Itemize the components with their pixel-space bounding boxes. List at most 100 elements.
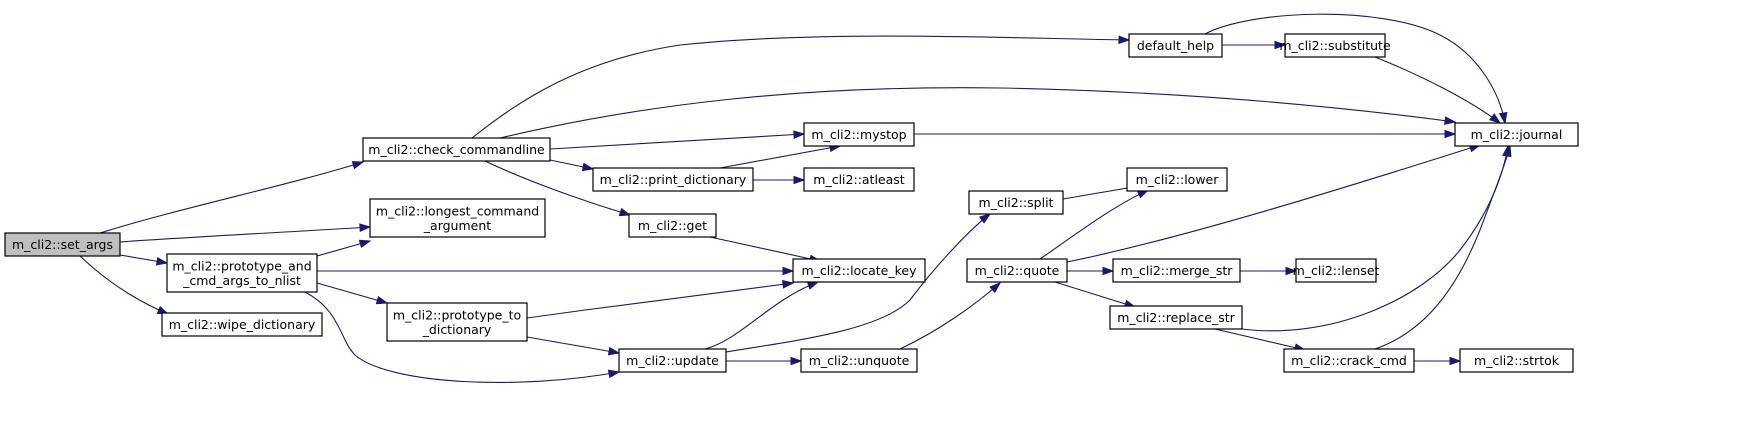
- node-box: [1454, 122, 1579, 147]
- arrowhead-icon: [793, 130, 806, 139]
- node-prototype-to-dictionary[interactable]: m_cli2::prototype_to_dictionary: [386, 302, 528, 342]
- node-prototype-and-cmd-args-to-nlist[interactable]: m_cli2::prototype_and_cmd_args_to_nlist: [166, 253, 318, 293]
- node-box: [1128, 33, 1223, 58]
- node-box: [1284, 33, 1386, 58]
- node-label: _dictionary: [422, 322, 492, 337]
- nodes-layer: m_cli2::set_args m_cli2::check_commandlin…: [4, 33, 1579, 373]
- edge-prototype-and-cmd-args-to-nlist-to-update: [304, 291, 621, 383]
- node-box: [968, 190, 1064, 215]
- arrowhead-icon: [351, 161, 365, 170]
- arrowhead-icon: [1102, 266, 1115, 276]
- arrowhead-icon: [1274, 40, 1287, 50]
- node-box: [966, 258, 1068, 283]
- edge-prototype-to-dictionary-to-update: [526, 336, 621, 356]
- arrowhead-icon: [793, 175, 806, 185]
- node-substitute[interactable]: m_cli2::substitute: [1279, 33, 1391, 58]
- node-box: [1283, 348, 1415, 373]
- edge-set-args-to-prototype-and-cmd-args-to-nlist: [119, 254, 169, 266]
- node-label: m_cli2::journal: [1471, 127, 1563, 142]
- node-box: [1112, 258, 1241, 283]
- edge-line: [549, 133, 805, 150]
- node-box: [618, 348, 727, 373]
- node-label: default_help: [1137, 38, 1214, 53]
- edge-replace-str-to-crack-cmd: [1214, 328, 1307, 352]
- node-label: m_cli2::print_dictionary: [600, 172, 747, 187]
- node-longest-command-argument[interactable]: m_cli2::longest_command_argument: [369, 198, 546, 238]
- edge-merge-str-to-lenset: [1240, 266, 1298, 276]
- edge-line: [79, 255, 169, 315]
- node-atleast[interactable]: m_cli2::atleast: [803, 167, 915, 192]
- node-journal[interactable]: m_cli2::journal: [1454, 122, 1579, 147]
- arrowhead-icon: [1285, 266, 1298, 276]
- node-label: m_cli2::quote: [975, 263, 1060, 278]
- edge-quote-to-journal: [1066, 143, 1482, 263]
- edge-line: [526, 336, 620, 354]
- node-set-args[interactable]: m_cli2::set_args: [4, 232, 121, 257]
- node-label: m_cli2::substitute: [1279, 38, 1391, 53]
- node-mystop[interactable]: m_cli2::mystop: [803, 122, 915, 147]
- node-box: [628, 213, 717, 238]
- edge-quote-to-replace-str: [1054, 281, 1137, 309]
- node-update[interactable]: m_cli2::update: [618, 348, 727, 373]
- edge-set-args-to-check-commandline: [99, 161, 365, 234]
- node-wipe-dictionary[interactable]: m_cli2::wipe_dictionary: [161, 312, 323, 337]
- node-label: m_cli2::longest_command: [376, 203, 539, 218]
- edge-check-commandline-to-print-dictionary: [549, 159, 595, 172]
- node-crack-cmd[interactable]: m_cli2::crack_cmd: [1283, 348, 1415, 373]
- edge-mystop-to-journal: [914, 129, 1457, 139]
- node-strtok[interactable]: m_cli2::strtok: [1459, 348, 1574, 373]
- arrowhead-icon: [989, 282, 1002, 294]
- node-label: m_cli2::mystop: [811, 127, 906, 142]
- edge-check-commandline-to-get: [484, 160, 632, 217]
- node-split[interactable]: m_cli2::split: [968, 190, 1064, 215]
- node-label: m_cli2::unquote: [809, 353, 910, 368]
- edge-line: [484, 160, 631, 216]
- edge-update-to-split: [725, 213, 992, 353]
- arrowhead-icon: [1503, 144, 1512, 158]
- edge-line: [1374, 145, 1511, 350]
- edge-line: [304, 291, 620, 383]
- node-label: m_cli2::atleast: [813, 172, 905, 187]
- node-default-help[interactable]: default_help: [1128, 33, 1223, 58]
- node-print-dictionary[interactable]: m_cli2::print_dictionary: [592, 167, 754, 192]
- node-quote[interactable]: m_cli2::quote: [966, 258, 1068, 283]
- node-box: [803, 122, 915, 147]
- node-unquote[interactable]: m_cli2::unquote: [800, 348, 918, 373]
- node-box: [792, 258, 926, 283]
- node-check-commandline[interactable]: m_cli2::check_commandline: [362, 137, 551, 162]
- node-locate-key[interactable]: m_cli2::locate_key: [792, 258, 926, 283]
- edge-crack-cmd-to-strtok: [1414, 356, 1462, 366]
- edge-line: [1214, 328, 1306, 351]
- edge-line: [499, 87, 1456, 139]
- node-lower[interactable]: m_cli2::lower: [1126, 167, 1228, 192]
- edge-prototype-and-cmd-args-to-nlist-to-locate-key: [317, 266, 795, 276]
- node-label: m_cli2::prototype_to: [393, 307, 521, 322]
- edge-quote-to-merge-str: [1067, 266, 1115, 276]
- arrowhead-icon: [1449, 356, 1462, 366]
- node-merge-str[interactable]: m_cli2::merge_str: [1112, 258, 1241, 283]
- node-label: _cmd_args_to_nlist: [182, 273, 301, 288]
- node-box: [369, 198, 546, 238]
- edge-line: [1374, 56, 1501, 124]
- arrowhead-icon: [155, 257, 169, 266]
- edge-line: [719, 145, 841, 169]
- node-box: [166, 253, 318, 293]
- arrowhead-icon: [358, 239, 372, 249]
- edge-line: [1241, 145, 1509, 332]
- edge-default-help-to-substitute: [1222, 40, 1287, 50]
- edge-line: [1066, 144, 1481, 263]
- node-label: m_cli2::update: [626, 353, 719, 368]
- arrowhead-icon: [607, 346, 621, 356]
- node-label: m_cli2::lenset: [1293, 263, 1380, 278]
- node-get[interactable]: m_cli2::get: [628, 213, 717, 238]
- node-replace-str[interactable]: m_cli2::replace_str: [1109, 305, 1243, 330]
- node-label: m_cli2::merge_str: [1121, 263, 1234, 278]
- node-box: [362, 137, 551, 162]
- node-lenset[interactable]: m_cli2::lenset: [1293, 258, 1380, 283]
- edge-update-to-unquote: [726, 356, 803, 366]
- node-box: [800, 348, 918, 373]
- arrowhead-icon: [978, 213, 992, 224]
- node-box: [161, 312, 323, 337]
- edge-default-help-to-journal: [1204, 13, 1508, 125]
- node-box: [386, 302, 528, 342]
